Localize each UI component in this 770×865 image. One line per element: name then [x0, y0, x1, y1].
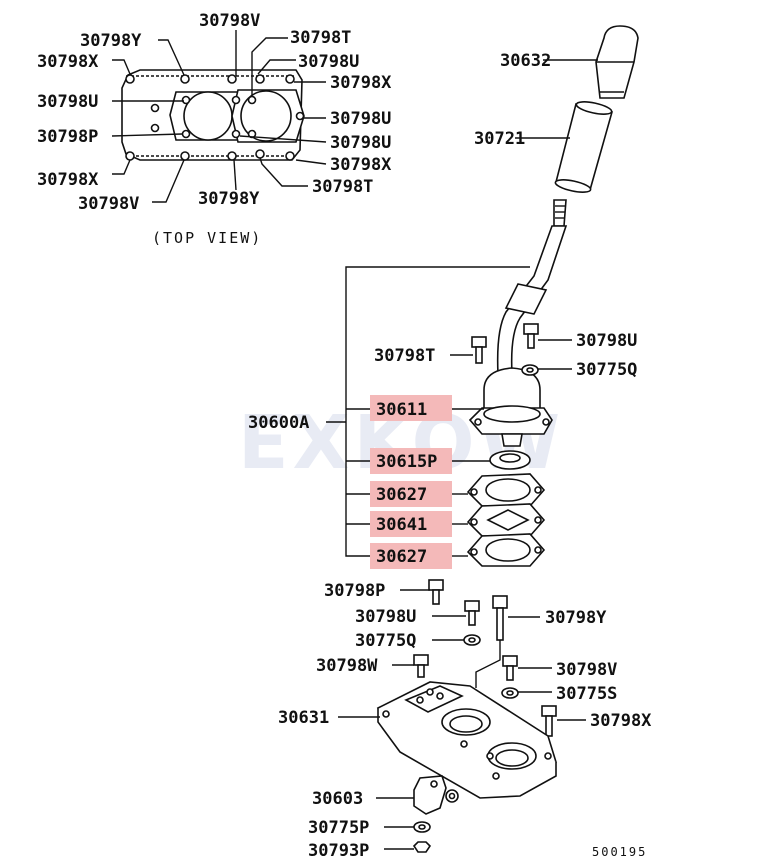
- nut-30793p: [412, 841, 432, 853]
- bolt-30798y-lower: [492, 595, 508, 641]
- label-tv-30798t-top: 30798T: [290, 28, 351, 48]
- caption-top-view: (TOP VIEW): [152, 229, 262, 247]
- label-tv-30798t-bottom: 30798T: [312, 177, 373, 197]
- lever-housing-30611: [468, 367, 553, 447]
- label-30775p: 30775P: [308, 818, 369, 838]
- label-30798w: 30798W: [316, 656, 378, 676]
- label-tv-30798x-left-top: 30798X: [37, 52, 99, 72]
- highlight-30611: [370, 395, 452, 421]
- washer-30775q-upper: [521, 364, 539, 376]
- label-30721: 30721: [474, 129, 525, 149]
- bolt-30798u-lower: [464, 600, 480, 626]
- label-tv-30798x-right-top: 30798X: [330, 73, 392, 93]
- label-30775q: 30775Q: [576, 360, 637, 380]
- gasket-30627-upper: [466, 473, 546, 507]
- label-30600a: 30600A: [248, 413, 309, 433]
- highlight-30627-lower: [370, 543, 452, 569]
- label-30798t: 30798T: [374, 346, 435, 366]
- bolt-30798t-upper: [471, 336, 487, 364]
- boot-30721: [554, 101, 613, 193]
- top-view-leaders: [111, 30, 327, 203]
- label-30615p: 30615P: [376, 452, 437, 472]
- knob-30632: [595, 25, 639, 99]
- washer-30775q-lower: [463, 634, 481, 646]
- label-30793p: 30793P: [308, 841, 369, 861]
- label-30798x: 30798X: [590, 711, 652, 731]
- label-30798p: 30798P: [324, 581, 385, 601]
- bracket-30603: [413, 775, 459, 815]
- bolt-30798p-lower: [428, 579, 444, 605]
- highlight-30615p: [370, 448, 452, 474]
- bolt-30798u-upper: [523, 323, 539, 349]
- label-30611: 30611: [376, 400, 427, 420]
- bolt-30798v-lower: [502, 655, 518, 681]
- label-30627-upper: 30627: [376, 485, 427, 505]
- washer-30775s-lower: [501, 687, 519, 699]
- label-tv-30798y-top: 30798Y: [80, 31, 142, 51]
- highlight-30641: [370, 511, 452, 537]
- drawing-code: 500195: [592, 845, 647, 859]
- washer-30775p: [413, 821, 431, 833]
- label-tv-30798p-left: 30798P: [37, 127, 98, 147]
- label-tv-30798v-bottom: 30798V: [78, 194, 139, 214]
- label-tv-30798u-right-mid: 30798U: [330, 109, 391, 129]
- label-tv-30798x-left-bottom: 30798X: [37, 170, 99, 190]
- bolt-30798w-lower: [413, 654, 429, 678]
- label-tv-30798y-bottom: 30798Y: [198, 189, 260, 209]
- label-30798v: 30798V: [556, 660, 617, 680]
- label-tv-30798v-top: 30798V: [199, 11, 260, 31]
- label-tv-30798u-right-top: 30798U: [298, 52, 359, 72]
- highlight-30627-upper: [370, 481, 452, 507]
- label-tv-30798u-right-low: 30798U: [330, 133, 391, 153]
- label-30641: 30641: [376, 515, 427, 535]
- gasket-30627-lower: [466, 533, 546, 567]
- label-30775s: 30775S: [556, 684, 617, 704]
- label-30603: 30603: [312, 789, 363, 809]
- label-30632: 30632: [500, 51, 551, 71]
- bolt-30798x-lower: [541, 705, 557, 737]
- label-30627-lower: 30627: [376, 547, 427, 567]
- top-view-drawing: [121, 69, 305, 161]
- label-30798u: 30798U: [576, 331, 637, 351]
- label-tv-30798u-left: 30798U: [37, 92, 98, 112]
- label-30631: 30631: [278, 708, 329, 728]
- label-30798u-lower: 30798U: [355, 607, 416, 627]
- label-tv-30798x-right-bottom: 30798X: [330, 155, 392, 175]
- plate-30641: [466, 503, 546, 537]
- base-housing-30631: [376, 681, 557, 799]
- bushing-30615p: [489, 450, 531, 470]
- label-30775q-lower: 30775Q: [355, 631, 416, 651]
- label-30798y: 30798Y: [545, 608, 607, 628]
